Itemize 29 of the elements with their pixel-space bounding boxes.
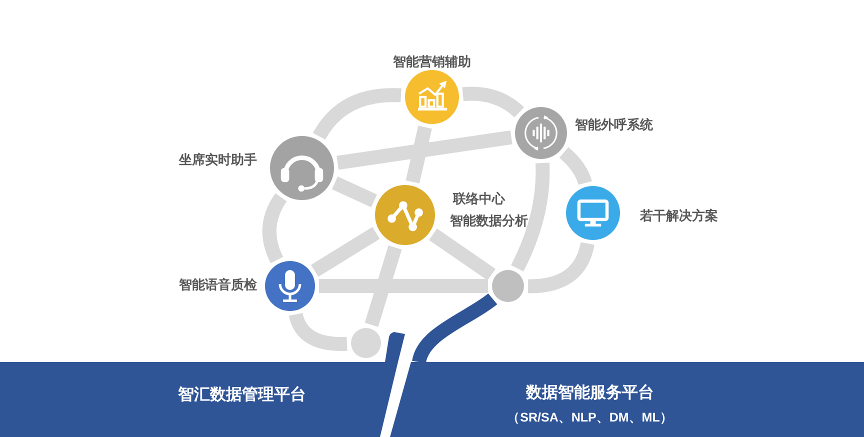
platform-band bbox=[0, 362, 398, 437]
connector-line bbox=[559, 147, 592, 185]
connector-line bbox=[406, 126, 432, 184]
connector-line bbox=[364, 245, 402, 327]
connector-line bbox=[319, 279, 488, 293]
platform-subtitle: （SR/SA、NLP、DM、ML） bbox=[507, 410, 673, 426]
node-label: 坐席实时助手 bbox=[179, 152, 257, 168]
connector-line bbox=[288, 312, 348, 351]
connector-line bbox=[429, 228, 496, 280]
connector-line bbox=[510, 162, 550, 272]
connector-line bbox=[528, 242, 594, 294]
node-label: 智能语音质检 bbox=[179, 277, 257, 293]
connector-line bbox=[311, 226, 380, 277]
node-label: 若干解决方案 bbox=[640, 208, 718, 224]
platform-title: 智汇数据管理平台 bbox=[178, 385, 306, 405]
node-label: 联络中心 bbox=[453, 191, 505, 207]
connector-line bbox=[462, 86, 524, 118]
junction-dot bbox=[492, 270, 524, 302]
node-label: 智能外呼系统 bbox=[575, 117, 653, 133]
branch-line bbox=[412, 293, 497, 364]
junction-dot bbox=[351, 328, 381, 358]
connector-line bbox=[332, 176, 378, 208]
connector-line bbox=[313, 88, 402, 140]
node-label: 智能数据分析 bbox=[450, 213, 528, 229]
node-label: 智能营销辅助 bbox=[393, 54, 471, 70]
platform-title: 数据智能服务平台 bbox=[526, 383, 654, 403]
platform-band bbox=[390, 362, 864, 437]
connector-line bbox=[262, 193, 287, 264]
connector-line bbox=[336, 130, 512, 170]
